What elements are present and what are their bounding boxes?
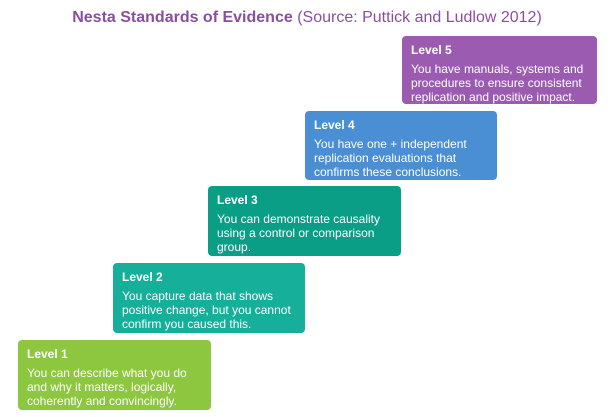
level-5-box: Level 5 You have manuals, systems and pr… [402, 36, 597, 104]
level-4-label: Level 4 [314, 118, 355, 132]
level-3-label: Level 3 [217, 193, 258, 207]
level-1-label: Level 1 [27, 347, 68, 361]
level-2-description: You capture data that shows positive cha… [122, 289, 291, 331]
level-1-description: You can describe what you do and why it … [27, 366, 187, 408]
title-source: (Source: Puttick and Ludlow 2012) [297, 9, 542, 26]
level-2-label: Level 2 [122, 270, 163, 284]
level-3-description: You can demonstrate causality using a co… [217, 212, 380, 254]
title-main: Nesta Standards of Evidence [72, 9, 293, 26]
level-4-box: Level 4 You have one + independent repli… [305, 111, 497, 180]
diagram-title: Nesta Standards of Evidence (Source: Put… [0, 8, 614, 28]
level-4-description: You have one + independent replication e… [314, 137, 467, 179]
level-3-box: Level 3 You can demonstrate causality us… [208, 186, 401, 256]
level-1-box: Level 1 You can describe what you do and… [18, 340, 211, 410]
level-2-box: Level 2 You capture data that shows posi… [113, 263, 305, 333]
level-5-label: Level 5 [411, 43, 452, 57]
level-5-description: You have manuals, systems and procedures… [411, 62, 584, 104]
